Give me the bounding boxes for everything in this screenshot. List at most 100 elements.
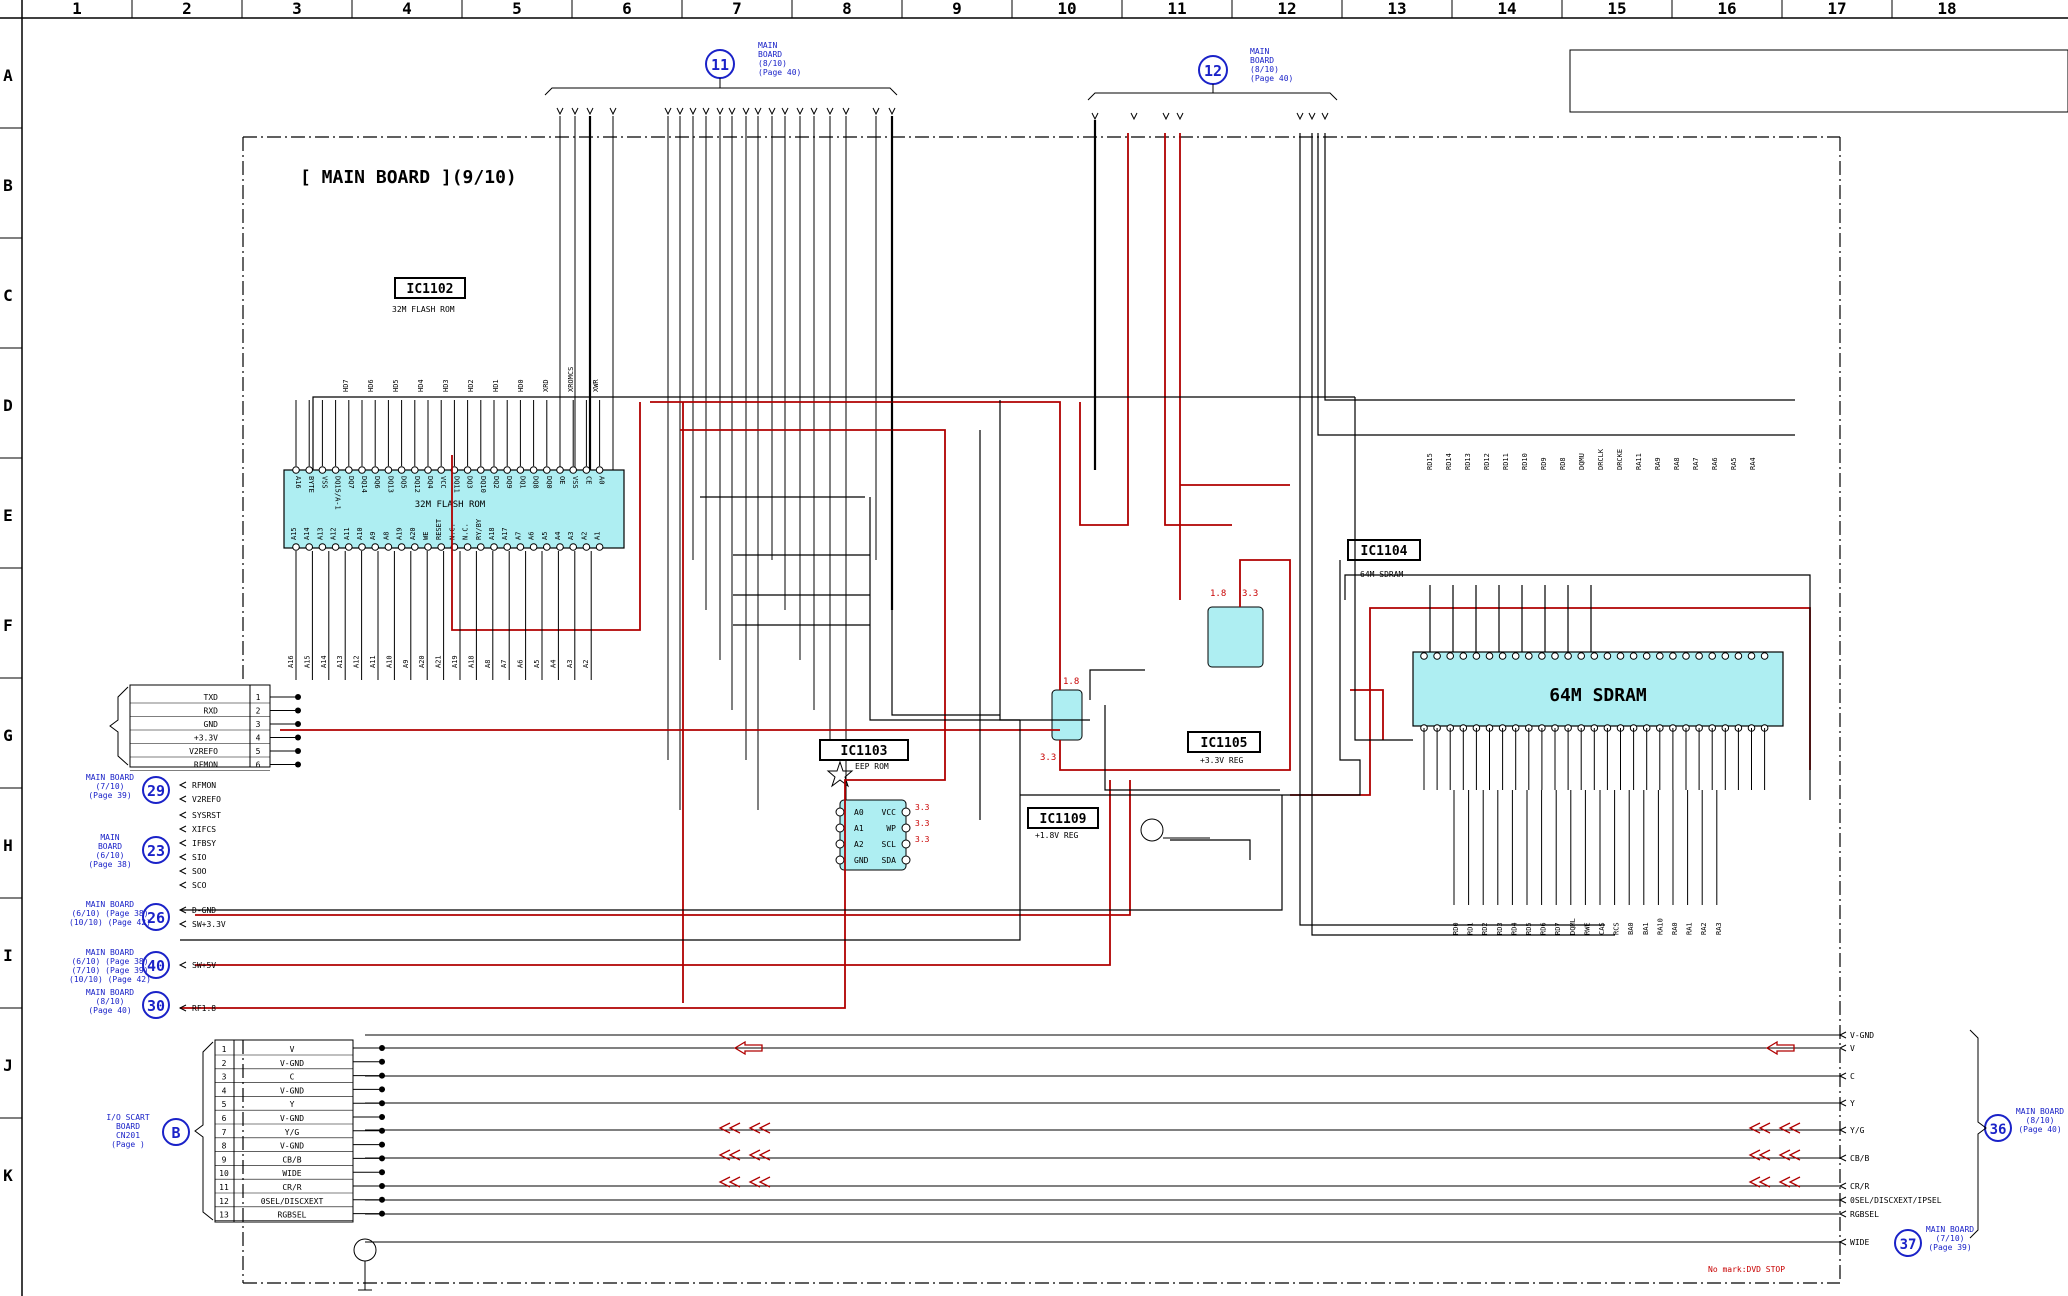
sdram-pin-dot (1446, 652, 1454, 660)
flash-pin-bottom: RY/BY (475, 518, 483, 540)
column-label-10: 10 (1057, 0, 1076, 18)
flash-pin-dot (477, 543, 485, 551)
right-signals: V-GNDVCYY/GCB/BCR/R0SEL/DISCXEXT/IPSELRG… (365, 1031, 1942, 1247)
sdram-top-label: RD11 (1502, 453, 1510, 470)
left-connector-signal: RXD (204, 707, 219, 716)
left-connector-pin: 1 (256, 693, 261, 702)
arrow-icon (1838, 1072, 1847, 1080)
flash-pin-top: DQ13 (386, 476, 394, 493)
flash-addr-label: A3 (566, 660, 574, 668)
sdram-pin-dot (1538, 652, 1546, 660)
ic1105-ref: IC1105 (1201, 736, 1248, 751)
ic1105-desc: +3.3V REG (1200, 756, 1244, 765)
column-label-8: 8 (842, 0, 852, 18)
eeprom-pin-label-left: A2 (854, 840, 864, 849)
board-title: [ MAIN BOARD ](9/10) (300, 167, 517, 188)
right-signal-label: RGBSEL (1850, 1210, 1879, 1219)
flash-pin-top: A16 (294, 476, 302, 489)
flash-data-label: HD7 (342, 379, 350, 392)
ic1109[interactable]: IC1109 +1.8V REG 1.8 3.3 (1027, 677, 1099, 840)
title-block (1569, 49, 2068, 113)
row-label-H: H (3, 836, 13, 855)
ic1104[interactable]: IC1104 64M SDRAM 64M SDRAM (1347, 539, 1784, 790)
row-label-F: F (3, 616, 13, 635)
ic1102-body-label: 32M FLASH ROM (415, 500, 486, 510)
ic1109-ref: IC1109 (1040, 812, 1087, 827)
column-label-12: 12 (1277, 0, 1296, 18)
eeprom-voltage: 3.3 (915, 803, 930, 812)
ic1104-body-label: 64M SDRAM (1549, 685, 1647, 706)
bus-arrow (742, 107, 750, 116)
sdram-pin-dot (1603, 652, 1612, 660)
ic1102-ref: IC1102 (407, 282, 454, 297)
ref-37-text: MAIN BOARD(7/10)(Page 39) (1926, 1225, 1974, 1252)
column-label-14: 14 (1497, 0, 1516, 18)
flash-addr-label: A4 (549, 660, 557, 668)
sdram-bottom-label: RD2 (1481, 922, 1489, 935)
flash-data-label: XROMCS (567, 367, 575, 392)
bus-arrow (1308, 112, 1316, 121)
flash-pin-dot (463, 543, 472, 551)
left-connector-pin: 2 (256, 707, 261, 716)
left-connector-signal: GND (204, 720, 219, 729)
column-label-13: 13 (1387, 0, 1406, 18)
ic1104-pins (1420, 652, 1769, 790)
left-ref-circle (142, 903, 170, 931)
flash-pin-top: DQ2 (492, 476, 500, 489)
column-label-18: 18 (1937, 0, 1956, 18)
ref-b-circle[interactable] (162, 1118, 190, 1146)
flash-pin-dot (569, 466, 578, 474)
ic1109-v1: 1.8 (1063, 677, 1079, 687)
left-ref-circle (142, 836, 170, 864)
scart-pin-number: 4 (222, 1086, 227, 1095)
flash-data-label: XRD (542, 379, 550, 392)
flash-pin-dot (384, 466, 393, 474)
ic1105[interactable]: IC1105 +3.3V REG 1.8 3.3 (1187, 589, 1264, 765)
ref-36[interactable]: 36 MAIN BOARD(8/10)(Page 40) (1984, 1107, 2064, 1142)
flash-pin-dot (437, 466, 446, 474)
flash-pin-bottom: A11 (343, 527, 351, 540)
scart-pin-number: 3 (222, 1073, 227, 1082)
flash-pin-dot (397, 466, 406, 474)
flash-addr-label: A10 (385, 655, 393, 668)
sdram-bottom-label: RD6 (1540, 922, 1548, 935)
note: No mark:DVD STOP (1708, 1265, 1785, 1274)
ref-37[interactable]: 37 MAIN BOARD(7/10)(Page 39) (1894, 1225, 1974, 1257)
row-label-G: G (3, 726, 13, 745)
left-ref-circle (142, 951, 170, 979)
bus-arrow (702, 107, 710, 116)
flash-pin-dot (371, 543, 380, 551)
eeprom-pin-label-right: VCC (882, 808, 897, 817)
sdram-bottom-label: RD4 (1510, 922, 1518, 935)
bus-arrow (754, 107, 762, 116)
flash-pin-top: DQ7 (347, 476, 355, 489)
sdram-top-label: RD10 (1521, 453, 1529, 470)
flash-data-label: HD0 (517, 379, 525, 392)
flash-pin-dot (318, 543, 327, 551)
flash-pin-dot (305, 466, 314, 474)
flash-pin-dot (595, 466, 604, 474)
top-bracket-11 (544, 78, 898, 96)
flash-pin-dot (292, 543, 300, 551)
scart-brace (194, 1041, 214, 1221)
sdram-top-label: RA4 (1749, 457, 1757, 470)
left-ref-circle (142, 776, 170, 804)
bus-arrow (609, 107, 617, 116)
sdram-top-label: RA11 (1635, 453, 1643, 470)
left-connector-signal: V2REFO (189, 747, 218, 756)
ground-connector-icon (353, 818, 1210, 1291)
sdram-pin-dot (1551, 652, 1559, 660)
